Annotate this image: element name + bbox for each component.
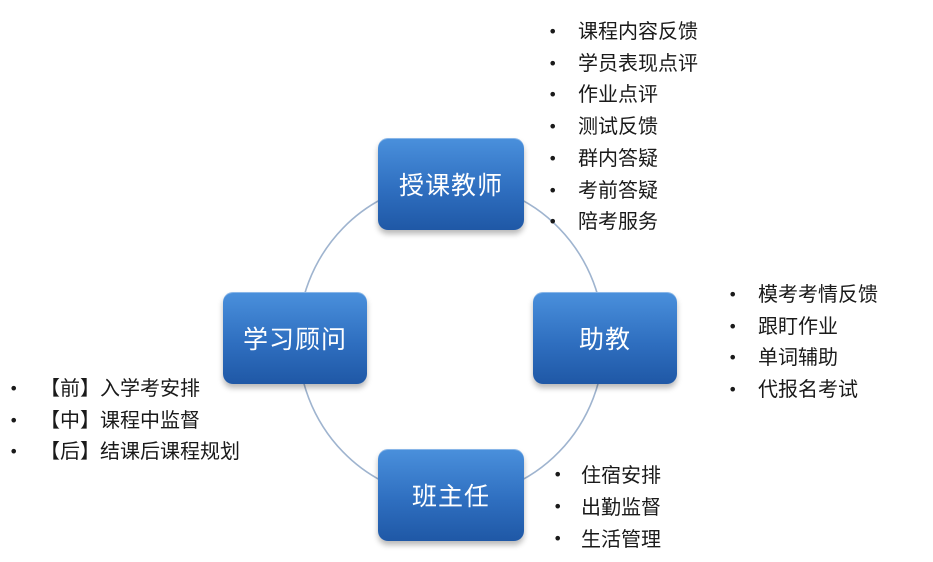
list-item: 出勤监督 bbox=[553, 491, 661, 523]
node-assistant: 助教 bbox=[533, 292, 677, 384]
list-item: 学员表现点评 bbox=[548, 48, 698, 80]
assistant-duties-list: 模考考情反馈 跟盯作业 单词辅助 代报名考试 bbox=[728, 279, 878, 406]
node-teacher: 授课教师 bbox=[378, 138, 524, 230]
list-item: 生活管理 bbox=[553, 523, 661, 555]
teacher-duties-list: 课程内容反馈 学员表现点评 作业点评 测试反馈 群内答疑 考前答疑 陪考服务 bbox=[548, 16, 698, 238]
list-item: 课程内容反馈 bbox=[548, 16, 698, 48]
list-item: 代报名考试 bbox=[728, 374, 878, 406]
list-item: 陪考服务 bbox=[548, 206, 698, 238]
advisor-duties-list: 【前】入学考安排 【中】课程中监督 【后】结课后课程规划 bbox=[9, 373, 240, 468]
list-item: 【中】课程中监督 bbox=[9, 405, 240, 437]
list-item: 【前】入学考安排 bbox=[9, 373, 240, 405]
node-head-teacher: 班主任 bbox=[378, 449, 524, 541]
list-item: 跟盯作业 bbox=[728, 311, 878, 343]
list-item: 单词辅助 bbox=[728, 342, 878, 374]
head-teacher-duties-list: 住宿安排 出勤监督 生活管理 bbox=[553, 459, 661, 555]
list-item: 住宿安排 bbox=[553, 459, 661, 491]
list-item: 考前答疑 bbox=[548, 175, 698, 207]
list-item: 模考考情反馈 bbox=[728, 279, 878, 311]
list-item: 作业点评 bbox=[548, 79, 698, 111]
list-item: 测试反馈 bbox=[548, 111, 698, 143]
list-item: 【后】结课后课程规划 bbox=[9, 436, 240, 468]
node-advisor: 学习顾问 bbox=[223, 292, 367, 384]
list-item: 群内答疑 bbox=[548, 143, 698, 175]
